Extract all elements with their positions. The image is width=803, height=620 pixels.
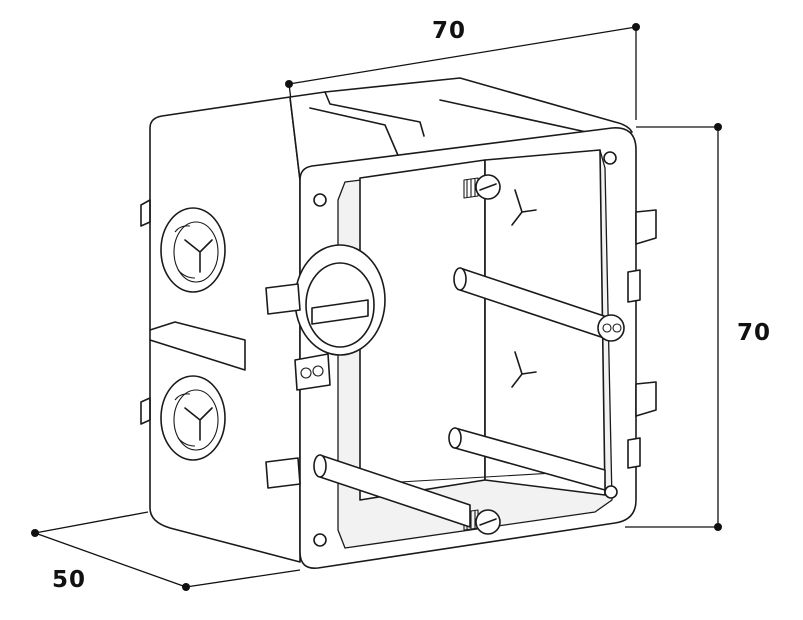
depth-extension-front	[185, 569, 301, 588]
width-dimension-line	[288, 26, 637, 85]
clip-right-lower	[635, 381, 657, 417]
depth-extension-back	[34, 511, 149, 534]
hole-bottom-right	[604, 485, 618, 499]
width-dimension-label: 70	[432, 18, 467, 44]
dimension-lines	[31, 23, 722, 591]
clip-left-middle	[294, 353, 331, 391]
left-tab-bottom	[140, 397, 151, 425]
y-guide-top	[511, 189, 537, 226]
clip-right-upper	[635, 209, 657, 245]
depth-dimension-line-front	[34, 532, 187, 588]
clip-right-lower-tab	[627, 437, 641, 469]
y-guide-bottom	[511, 351, 537, 388]
knockout-bottom	[160, 375, 226, 461]
height-dimension-label: 70	[737, 320, 772, 346]
hole-top-left	[313, 193, 327, 207]
width-dimension-endpoint-left	[285, 80, 293, 88]
clip-right-upper-tab	[627, 269, 641, 303]
left-tab-top	[140, 199, 151, 227]
y-guides	[511, 189, 537, 388]
inner-posts	[313, 267, 625, 528]
height-dimension-endpoint-top	[714, 123, 722, 131]
corner-holes	[313, 151, 618, 547]
mounting-screw-top	[463, 174, 501, 200]
hole-bottom-left	[313, 533, 327, 547]
knockout-top	[160, 207, 226, 293]
depth-dimension-label: 50	[52, 567, 87, 593]
box-left-side	[140, 96, 301, 563]
height-dimension-endpoint-bottom	[714, 523, 722, 531]
box-top-face	[289, 77, 633, 181]
clip-left-bottom	[265, 457, 301, 489]
front-clips-left	[265, 283, 331, 489]
front-clips-right	[627, 209, 657, 469]
clip-left-top	[265, 283, 301, 315]
depth-dimension-endpoint-back	[31, 529, 39, 537]
side-knockout-inner	[294, 244, 386, 356]
depth-dimension-endpoint-front	[182, 583, 190, 591]
hole-top-right	[603, 151, 617, 165]
width-dimension-endpoint-right	[632, 23, 640, 31]
